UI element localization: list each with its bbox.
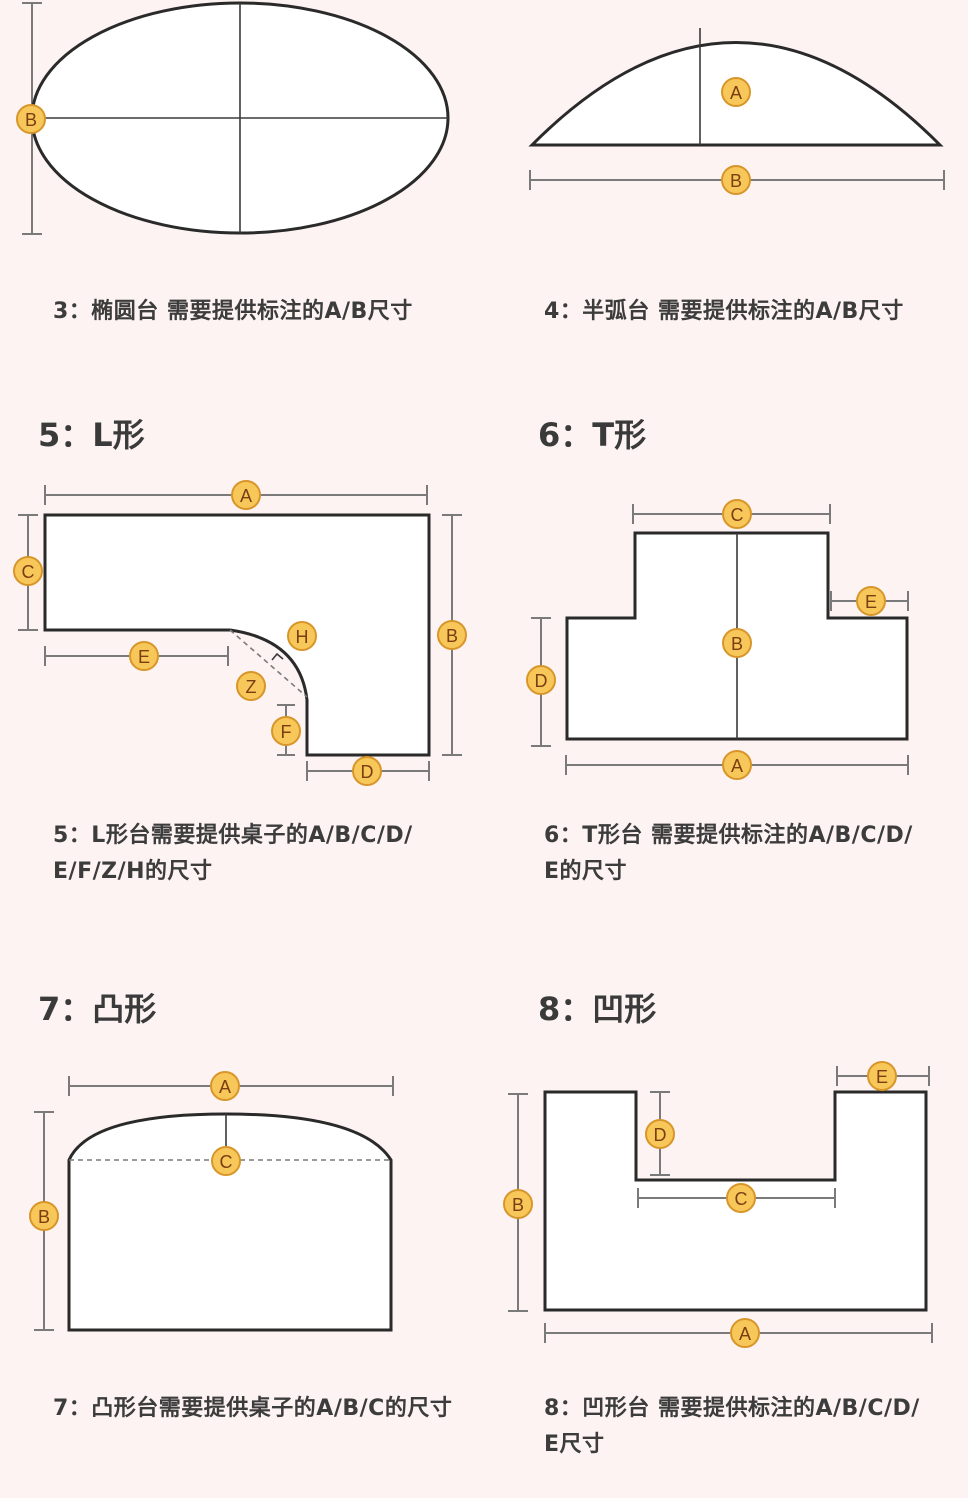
badge-d: D <box>526 665 556 695</box>
svg-text:B: B <box>730 171 742 191</box>
svg-text:A: A <box>219 1077 231 1097</box>
svg-text:C: C <box>731 505 744 525</box>
badge-a: A <box>721 77 751 107</box>
badge-e: E <box>856 586 886 616</box>
svg-text:E: E <box>138 647 150 667</box>
badge-d: D <box>645 1119 675 1149</box>
svg-text:D: D <box>654 1125 667 1145</box>
convex-table-diagram: C A B <box>29 1071 394 1332</box>
t-shape-table-diagram: C B E D A <box>526 499 909 780</box>
badge-f: F <box>271 716 301 746</box>
badge-b: B <box>29 1201 59 1231</box>
badge-b: B <box>437 620 467 650</box>
svg-text:A: A <box>730 83 742 103</box>
convex-shape <box>67 1112 393 1332</box>
svg-text:D: D <box>535 671 548 691</box>
concave-table-diagram: E D C B A <box>503 1061 933 1348</box>
svg-text:D: D <box>361 762 374 782</box>
caption-convex-table: 7：凸形台需要提供桌子的A/B/C的尺寸 <box>53 1396 453 1421</box>
badge-e: E <box>867 1061 897 1091</box>
svg-text:B: B <box>446 626 458 646</box>
svg-text:C: C <box>220 1152 233 1172</box>
badge-a: A <box>722 750 752 780</box>
svg-text:B: B <box>25 110 37 130</box>
svg-text:C: C <box>735 1189 748 1209</box>
chord-z-line <box>229 629 308 698</box>
caption-l-shape-line2: E/F/Z/H的尺寸 <box>53 859 213 884</box>
badge-c: C <box>211 1146 241 1176</box>
svg-text:E: E <box>876 1067 888 1087</box>
svg-text:B: B <box>512 1195 524 1215</box>
svg-text:E: E <box>865 592 877 612</box>
badge-b: B <box>722 628 752 658</box>
badge-b: B <box>721 165 751 195</box>
caption-concave-line1: 8：凹形台 需要提供标注的A/B/C/D/ <box>544 1396 920 1421</box>
badge-e: E <box>129 641 159 671</box>
badge-a: A <box>231 480 261 510</box>
badge-c: C <box>726 1183 756 1213</box>
heading-t-shape: 6：T形 <box>538 416 647 454</box>
caption-t-shape-line2: E的尺寸 <box>544 859 628 884</box>
right-angle-mark <box>271 652 284 661</box>
heading-concave-shape: 8：凹形 <box>538 990 657 1028</box>
heading-convex-shape: 7：凸形 <box>38 990 157 1028</box>
badge-h: H <box>287 621 317 651</box>
ellipse-table-diagram: B <box>16 1 450 235</box>
badge-c: C <box>13 556 43 586</box>
badge-z: Z <box>236 671 266 701</box>
badge-a: A <box>210 1071 240 1101</box>
l-shape <box>43 513 431 757</box>
half-arc-table-diagram: A B <box>528 28 945 195</box>
svg-text:H: H <box>296 627 309 647</box>
caption-l-shape-line1: 5：L形台需要提供桌子的A/B/C/D/ <box>53 823 413 848</box>
caption-ellipse-table: 3：椭圆台 需要提供标注的A/B尺寸 <box>53 299 413 324</box>
caption-concave-line2: E尺寸 <box>544 1432 605 1457</box>
svg-text:C: C <box>22 562 35 582</box>
badge-d: D <box>352 756 382 786</box>
caption-half-arc-table: 4：半弧台 需要提供标注的A/B尺寸 <box>544 299 904 324</box>
l-shape-table-diagram: A C B E Z H F D <box>13 480 467 786</box>
svg-text:A: A <box>739 1324 751 1344</box>
heading-l-shape: 5：L形 <box>38 416 145 454</box>
svg-text:B: B <box>38 1207 50 1227</box>
svg-text:Z: Z <box>246 677 257 697</box>
svg-text:F: F <box>281 722 292 742</box>
badge-c: C <box>722 499 752 529</box>
caption-t-shape-line1: 6：T形台 需要提供标注的A/B/C/D/ <box>544 823 913 848</box>
badge-b: B <box>16 104 46 134</box>
badge-a: A <box>730 1318 760 1348</box>
svg-text:A: A <box>731 756 743 776</box>
badge-b: B <box>503 1189 533 1219</box>
svg-text:A: A <box>240 486 252 506</box>
svg-text:B: B <box>731 634 743 654</box>
